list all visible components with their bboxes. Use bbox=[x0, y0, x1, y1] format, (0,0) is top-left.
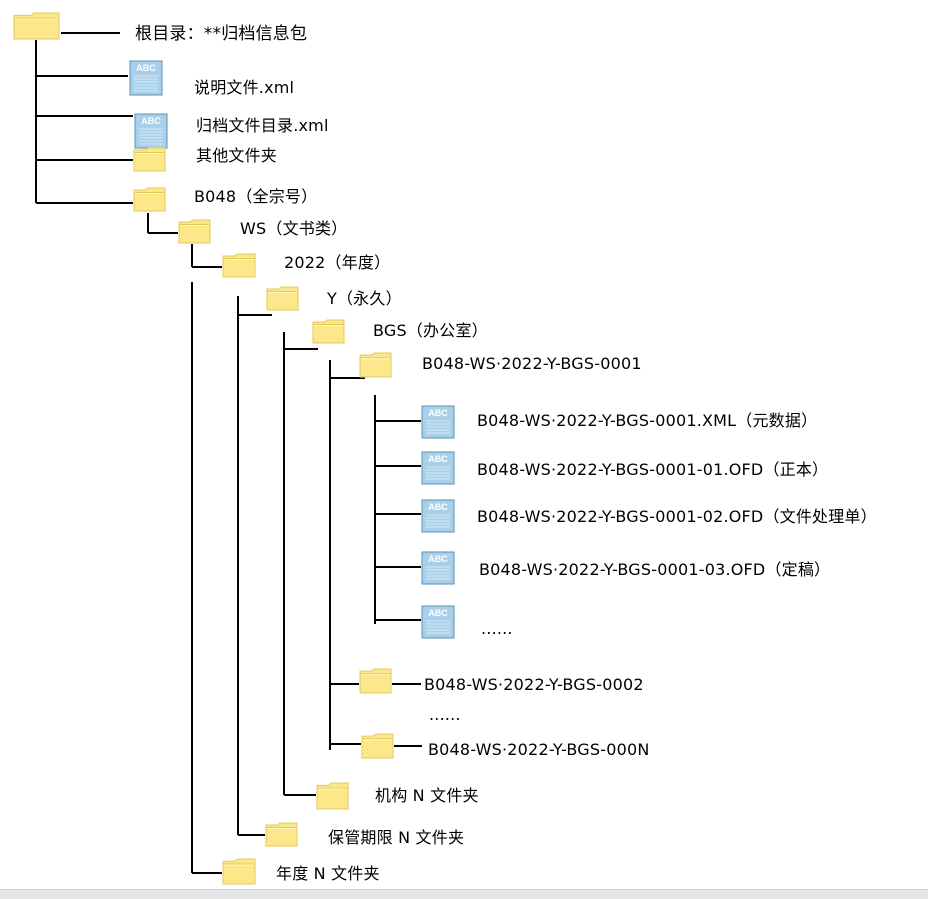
folder-icon bbox=[266, 286, 299, 311]
tree-node-label: B048-WS·2022-Y-BGS-0002 bbox=[424, 675, 644, 694]
tree-node-label: BGS（办公室） bbox=[373, 321, 488, 340]
tree-node-label: ...... bbox=[481, 619, 513, 638]
folder-icon bbox=[265, 822, 298, 847]
tree-node-label: B048-WS·2022-Y-BGS-0001.XML（元数据） bbox=[477, 411, 818, 430]
tree-node-label: B048-WS·2022-Y-BGS-000N bbox=[428, 740, 650, 759]
tree-node-label: Y（永久） bbox=[327, 289, 402, 308]
svg-text:ABC: ABC bbox=[141, 116, 161, 126]
tree-node-label: 其他文件夹 bbox=[196, 146, 278, 165]
abc-document-icon: ABC bbox=[421, 451, 455, 485]
folder-icon bbox=[13, 12, 60, 40]
svg-text:ABC: ABC bbox=[428, 454, 448, 464]
tree-node-label: 说明文件.xml bbox=[194, 78, 295, 97]
folder-icon bbox=[312, 319, 345, 344]
svg-text:ABC: ABC bbox=[428, 554, 448, 564]
tree-node-label: 机构 N 文件夹 bbox=[375, 786, 479, 805]
tree-node-label: 保管期限 N 文件夹 bbox=[328, 828, 465, 847]
tree-node-label: B048-WS·2022-Y-BGS-0001-01.OFD（正本） bbox=[477, 460, 829, 479]
abc-document-icon: ABC bbox=[421, 405, 455, 439]
tree-node-label: B048-WS·2022-Y-BGS-0001-02.OFD（文件处理单） bbox=[477, 507, 877, 526]
folder-icon bbox=[359, 352, 392, 378]
svg-text:ABC: ABC bbox=[428, 502, 448, 512]
folder-icon bbox=[133, 187, 166, 212]
folder-icon bbox=[316, 782, 349, 810]
svg-text:ABC: ABC bbox=[136, 63, 156, 73]
tree-node-label: B048-WS·2022-Y-BGS-0001-03.OFD（定稿） bbox=[479, 560, 831, 579]
tree-node-label: 根目录：**归档信息包 bbox=[135, 24, 308, 44]
folder-icon bbox=[178, 219, 211, 244]
tree-node-label: B048（全宗号） bbox=[194, 187, 318, 206]
tree-node-label: B048-WS·2022-Y-BGS-0001 bbox=[422, 354, 642, 373]
tree-node-label: ...... bbox=[429, 705, 461, 724]
tree-node-label: 归档文件目录.xml bbox=[196, 116, 329, 135]
window-bottom-edge bbox=[0, 889, 928, 899]
folder-icon bbox=[222, 253, 256, 278]
folder-icon bbox=[222, 858, 256, 885]
svg-text:ABC: ABC bbox=[428, 408, 448, 418]
tree-node-label: WS（文书类） bbox=[240, 219, 348, 238]
folder-icon bbox=[361, 733, 394, 759]
tree-node-label: 年度 N 文件夹 bbox=[276, 864, 380, 883]
folder-icon bbox=[133, 147, 166, 172]
abc-document-icon: ABC bbox=[129, 60, 163, 96]
abc-document-icon: ABC bbox=[421, 605, 455, 639]
tree-node-label: 2022（年度） bbox=[284, 253, 391, 272]
abc-document-icon: ABC bbox=[421, 499, 455, 533]
abc-document-icon: ABC bbox=[421, 551, 455, 585]
folder-icon bbox=[359, 668, 392, 694]
abc-document-icon: ABC bbox=[134, 113, 168, 149]
svg-text:ABC: ABC bbox=[428, 608, 448, 618]
